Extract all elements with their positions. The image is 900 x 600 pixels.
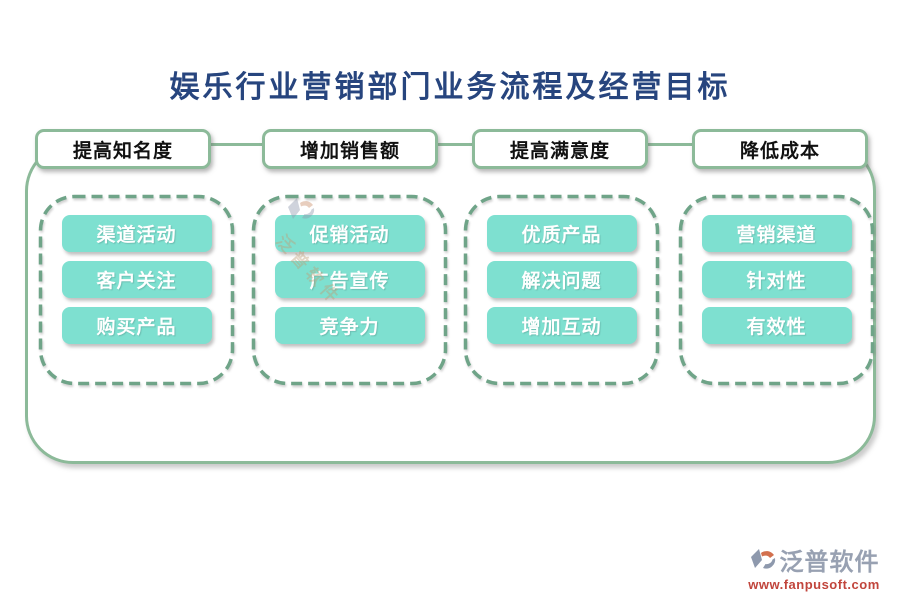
process-node: 广告宣传 (274, 261, 425, 298)
dashed-border-shape (463, 194, 660, 386)
process-node: 有效性 (701, 307, 852, 344)
brand-name: 泛普软件 (779, 550, 880, 576)
goal-node-increase-sales: 增加销售额 (262, 129, 438, 169)
goal-node-raise-awareness: 提高知名度 (35, 129, 211, 169)
process-node: 优质产品 (486, 215, 637, 252)
process-node: 客户关注 (61, 261, 212, 298)
process-node-stack: 营销渠道 针对性 有效性 (678, 194, 875, 386)
process-node: 解决问题 (486, 261, 637, 298)
process-group-satisfaction: 优质产品 解决问题 增加互动 (463, 194, 660, 386)
process-node-stack: 渠道活动 客户关注 购买产品 (38, 194, 235, 386)
diagram-title: 娱乐行业营销部门业务流程及经营目标 (169, 71, 731, 104)
process-node: 促销活动 (274, 215, 425, 252)
brand-footer: 泛普软件 www.fanpusoft.com (736, 545, 892, 592)
goal-node-improve-satisfaction: 提高满意度 (472, 129, 648, 169)
process-node-stack: 促销活动 广告宣传 竞争力 (251, 194, 448, 386)
brand-logo-icon (750, 549, 775, 569)
process-group-awareness: 渠道活动 客户关注 购买产品 (38, 194, 235, 386)
goal-node-reduce-cost: 降低成本 (692, 129, 868, 169)
process-node: 购买产品 (61, 307, 212, 344)
dashed-border-shape (251, 194, 448, 386)
brand-url: www.fanpusoft.com (748, 577, 880, 592)
process-node: 渠道活动 (61, 215, 212, 252)
process-node: 竞争力 (274, 307, 425, 344)
process-node-stack: 优质产品 解决问题 增加互动 (463, 194, 660, 386)
dashed-border-shape (678, 194, 875, 386)
dashed-border-shape (38, 194, 235, 386)
process-node: 增加互动 (486, 307, 637, 344)
process-node: 营销渠道 (701, 215, 852, 252)
process-group-cost: 营销渠道 针对性 有效性 (678, 194, 875, 386)
process-group-sales: 促销活动 广告宣传 竞争力 (251, 194, 448, 386)
process-node: 针对性 (701, 261, 852, 298)
